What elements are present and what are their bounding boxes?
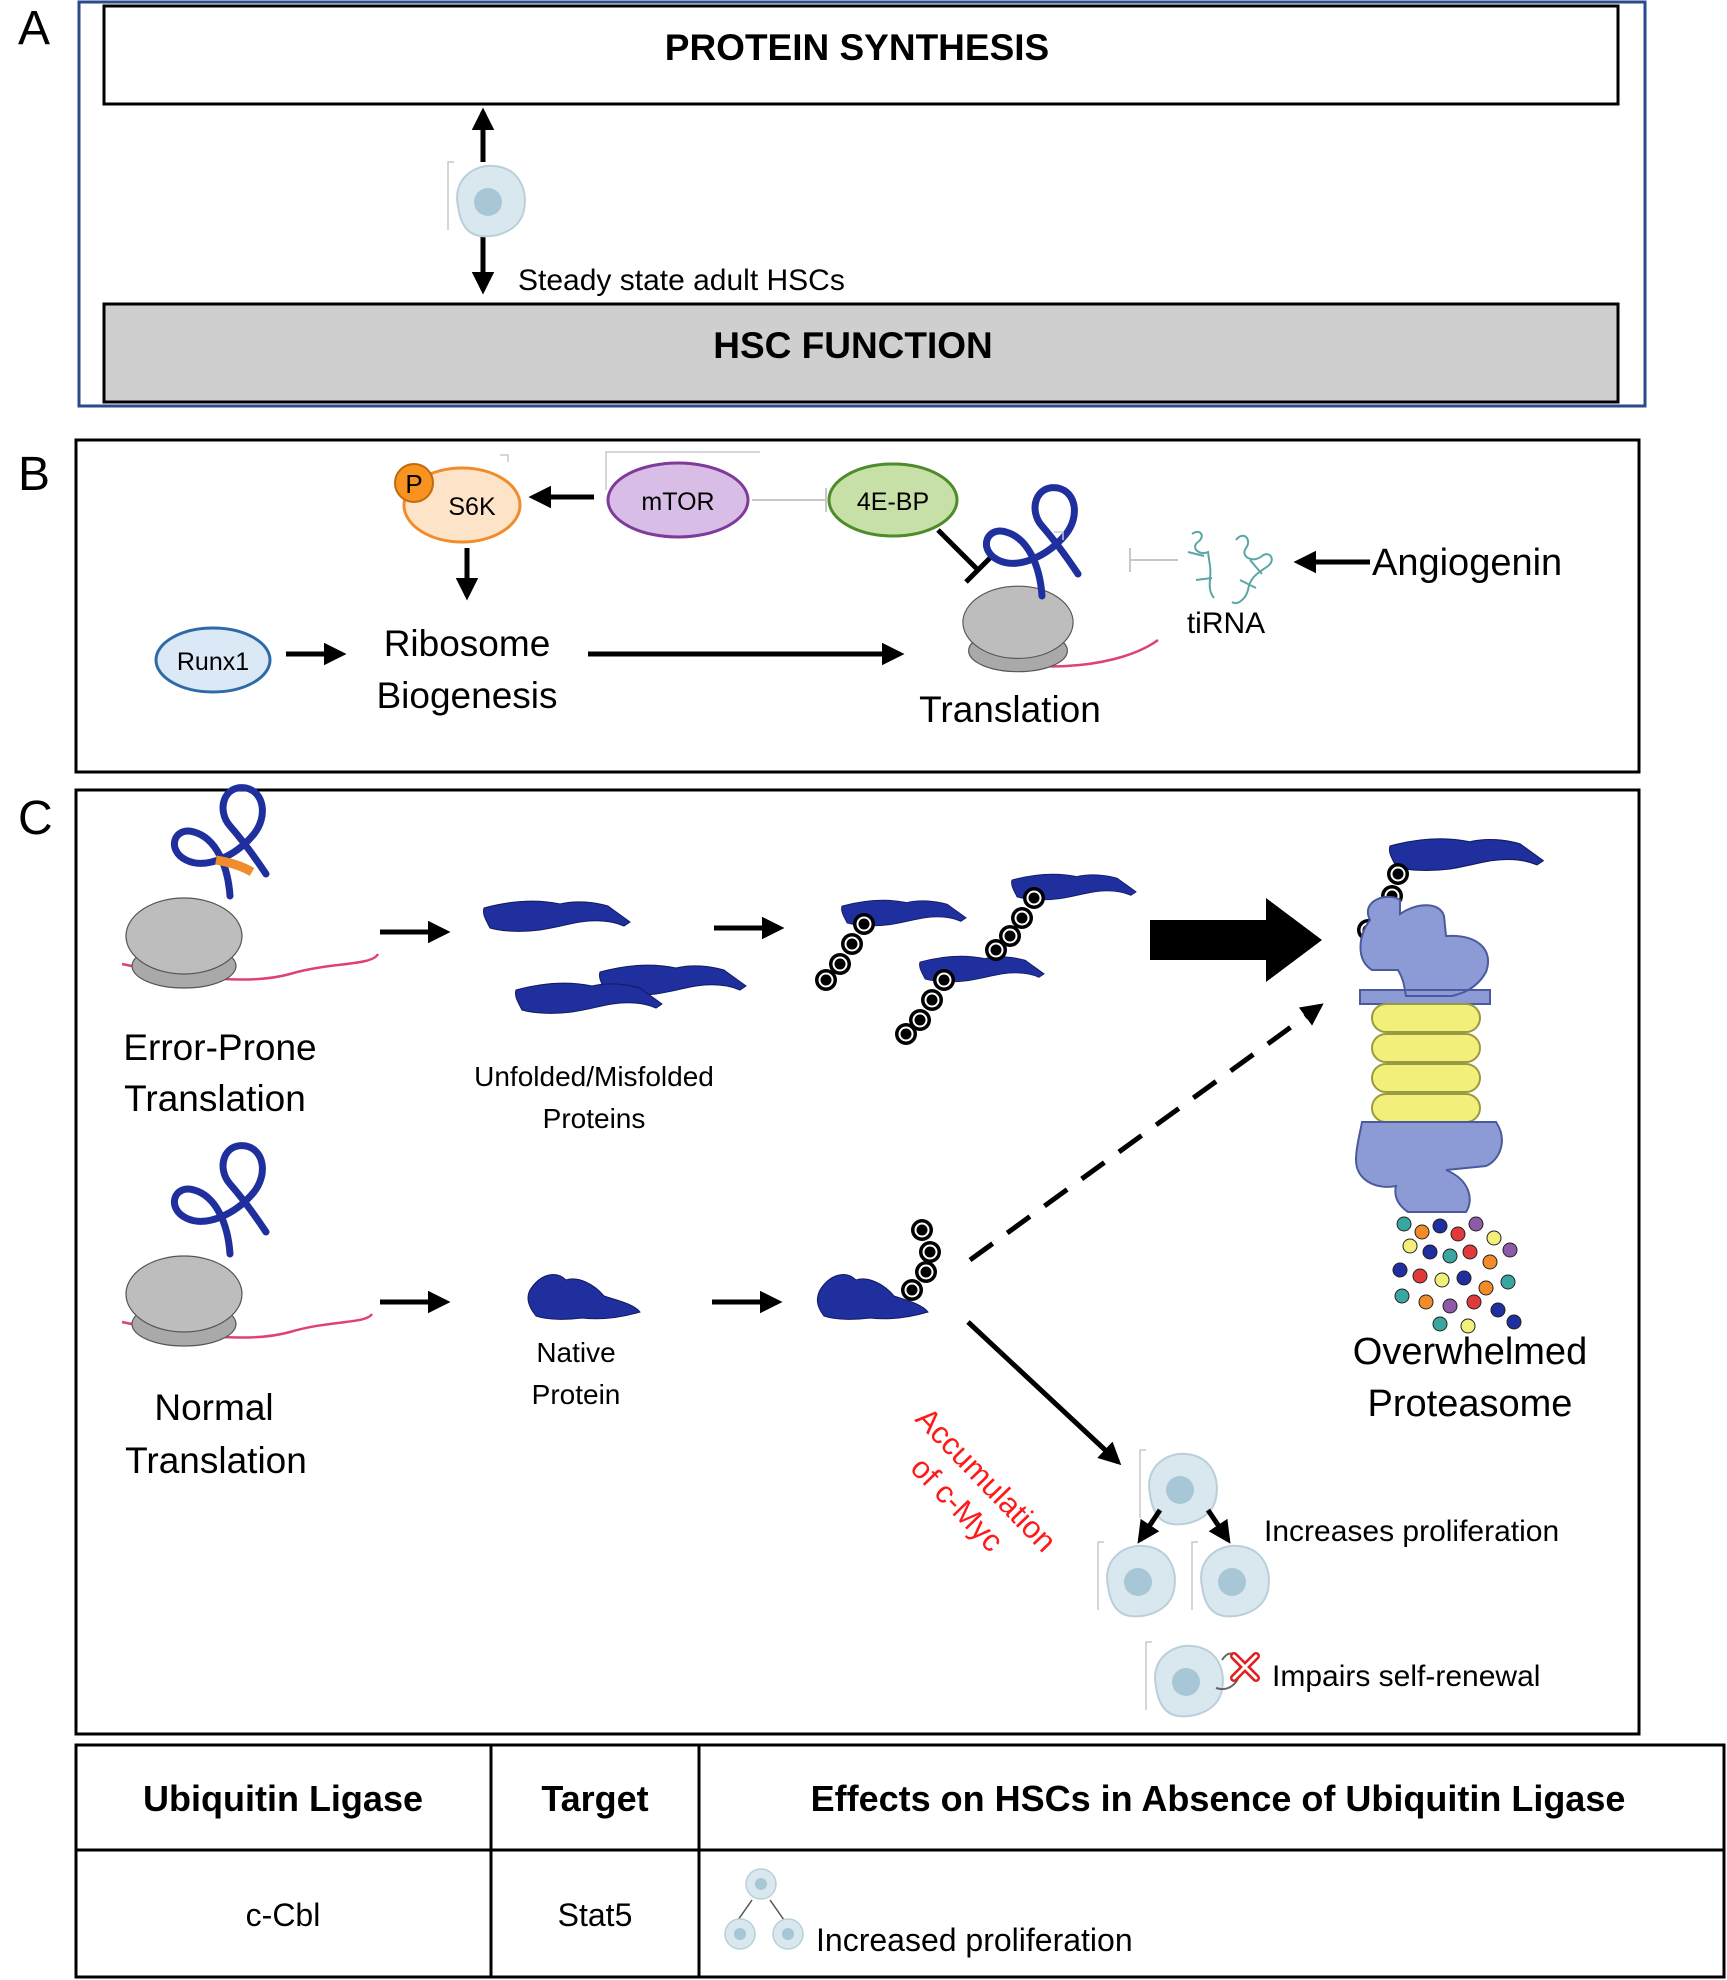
tagged-protein-shape	[816, 1274, 929, 1320]
ribosome-biogenesis-line1: Ribosome	[384, 623, 551, 664]
proteasome	[1354, 838, 1544, 1213]
table-header-effects: Effects on HSCs in Absence of Ubiquitin …	[811, 1778, 1626, 1819]
increases-proliferation-label: Increases proliferation	[1264, 1515, 1559, 1548]
4ebp-label: 4E-BP	[857, 488, 929, 516]
steady-state-caption: Steady state adult HSCs	[518, 264, 845, 297]
arrow-to-proliferation	[966, 1320, 1122, 1466]
error-prone-line2: Translation	[124, 1078, 306, 1119]
table-cell-effect: Increased proliferation	[816, 1922, 1133, 1958]
tirna-icon	[1187, 530, 1273, 604]
impairs-self-renewal-label: Impairs self-renewal	[1272, 1660, 1540, 1693]
panel-a-frame	[77, 0, 1647, 408]
daughter-cell-right-icon	[1191, 1541, 1270, 1618]
thick-arrow-to-proteasome	[1150, 898, 1322, 982]
error-prone-line1: Error-Prone	[123, 1027, 316, 1068]
hsc-function-label: HSC FUNCTION	[713, 325, 993, 366]
error-ribosome	[125, 897, 243, 989]
4ebp-node	[827, 462, 959, 538]
angiogenin-label: Angiogenin	[1372, 542, 1562, 584]
hsc-function-box	[102, 302, 1620, 404]
cross-icon	[1230, 1652, 1260, 1682]
translation-ribosome	[962, 585, 1074, 673]
normal-line1: Normal	[154, 1387, 273, 1428]
unfolded-line2: Proteins	[543, 1103, 646, 1134]
mtor-corner	[605, 451, 760, 490]
panel-b-frame	[74, 438, 1641, 774]
normal-ribosome	[125, 1255, 243, 1347]
phospho-label: P	[405, 469, 422, 499]
tagged-ub-chain	[900, 1218, 942, 1302]
translation-label: Translation	[919, 689, 1101, 730]
ribosome-biogenesis-line2: Biogenesis	[376, 675, 557, 716]
panel-b-letter: B	[18, 448, 50, 501]
native-protein-shape	[527, 1274, 641, 1320]
panel-c-letter: C	[18, 792, 53, 845]
error-site-mark	[215, 855, 255, 876]
mtor-node	[606, 461, 750, 539]
native-line2: Protein	[532, 1379, 621, 1410]
normal-line2: Translation	[125, 1440, 307, 1481]
ubiquitinated-proteins	[814, 873, 1137, 1046]
table-proliferation-icon	[724, 1868, 804, 1950]
tirna-label: tiRNA	[1187, 607, 1265, 640]
division-arrow-right	[1205, 1508, 1231, 1544]
table-header-target: Target	[541, 1778, 648, 1819]
proteasome-line1: Overwhelmed	[1353, 1331, 1587, 1373]
runx1-node	[154, 626, 272, 694]
4ebp-inhibition-bar	[964, 556, 992, 584]
hsc-cell-icon	[447, 161, 526, 238]
native-line1: Native	[536, 1337, 615, 1368]
proteasome-line2: Proteasome	[1368, 1383, 1573, 1425]
4ebp-inhibition-line	[936, 528, 980, 572]
normal-loop	[174, 1146, 266, 1254]
panel-a-letter: A	[18, 2, 50, 55]
self-renewal-cell-icon	[1145, 1641, 1224, 1718]
dashed-arrow-to-proteasome	[968, 1003, 1324, 1263]
daughter-cell-left-icon	[1097, 1541, 1176, 1618]
s6k-label: S6K	[448, 493, 496, 521]
misfolded-proteins	[482, 900, 747, 1014]
s6k-corner	[500, 454, 509, 462]
division-arrow-left	[1137, 1508, 1163, 1544]
table-frame	[74, 1743, 1726, 1979]
translation-loop	[986, 488, 1078, 596]
accumulation-label: Accumulation of c-Myc	[904, 1401, 1064, 1559]
error-loop	[174, 788, 266, 896]
peptide-fragments	[1392, 1216, 1522, 1334]
panel-c-frame	[74, 788, 1641, 1736]
translation-corner	[1054, 531, 1064, 540]
protein-synthesis-label: PROTEIN SYNTHESIS	[665, 27, 1049, 68]
ligase-table: Ubiquitin Ligase Target Effects on HSCs …	[74, 1743, 1726, 1979]
unfolded-line1: Unfolded/Misfolded	[474, 1061, 714, 1092]
phospho-badge	[394, 463, 434, 503]
mtor-label: mTOR	[641, 488, 714, 516]
protein-synthesis-box	[102, 4, 1620, 106]
table-cell-ligase: c-Cbl	[246, 1897, 321, 1933]
parent-cell-icon	[1139, 1449, 1218, 1526]
table-header-ligase: Ubiquitin Ligase	[143, 1778, 423, 1819]
runx1-label: Runx1	[177, 648, 249, 676]
table-cell-target: Stat5	[558, 1897, 633, 1933]
